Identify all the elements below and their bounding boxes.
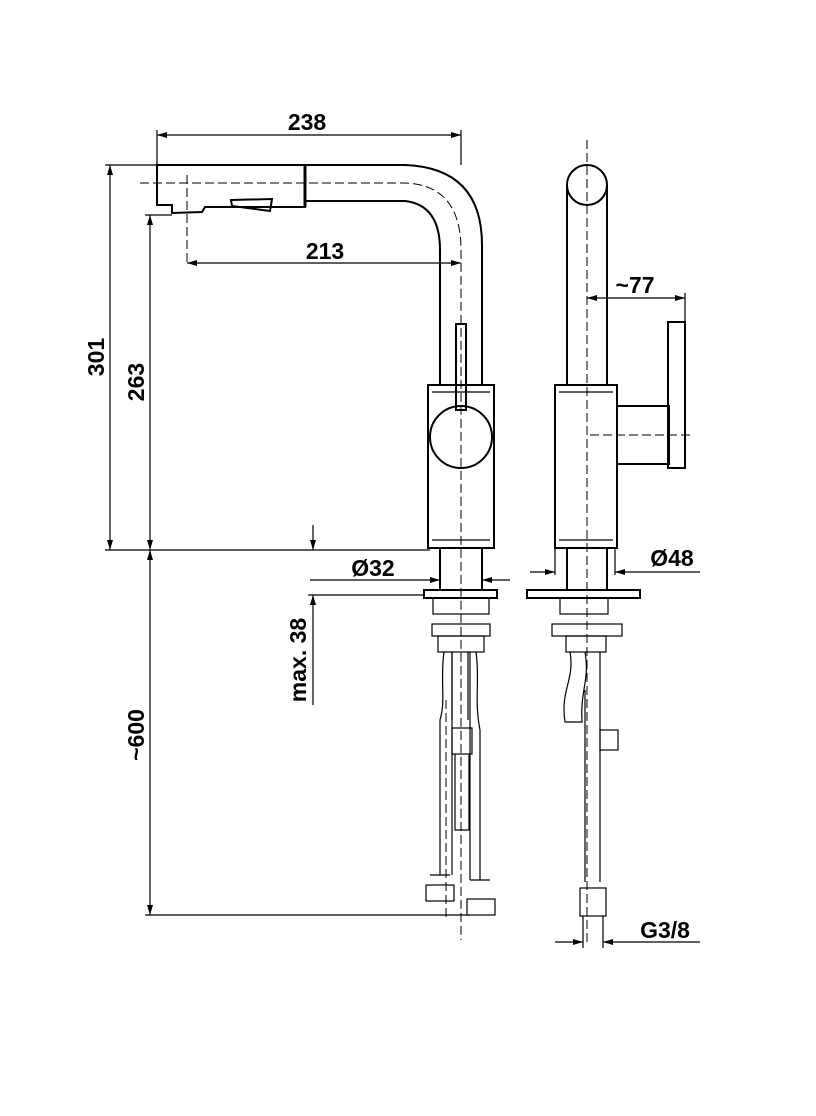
dim-77: ~77	[615, 272, 654, 298]
dim-max-38: max. 38	[285, 618, 311, 703]
dim-238: 238	[288, 109, 327, 135]
dim-d32: Ø32	[351, 555, 394, 581]
front-plumbing	[425, 597, 496, 916]
side-mounting-flange	[526, 589, 641, 599]
dim-301: 301	[83, 338, 109, 377]
side-plumbing	[551, 597, 623, 917]
dimension-labels: 238 213 301 263 ~600 max. 38 Ø32 Ø48 ~77…	[83, 109, 694, 943]
dim-d48: Ø48	[650, 545, 694, 571]
dim-600: ~600	[123, 709, 149, 761]
front-view	[140, 164, 498, 940]
dim-213: 213	[306, 238, 344, 264]
dim-263: 263	[123, 363, 149, 401]
pullout-spray-head	[156, 164, 307, 215]
dim-g38: G3/8	[640, 917, 690, 943]
side-view	[526, 140, 690, 945]
mixer-cartridge	[429, 405, 493, 469]
dimension-lines	[105, 130, 700, 948]
lever-handle	[455, 323, 467, 411]
spout-tube	[305, 164, 483, 385]
